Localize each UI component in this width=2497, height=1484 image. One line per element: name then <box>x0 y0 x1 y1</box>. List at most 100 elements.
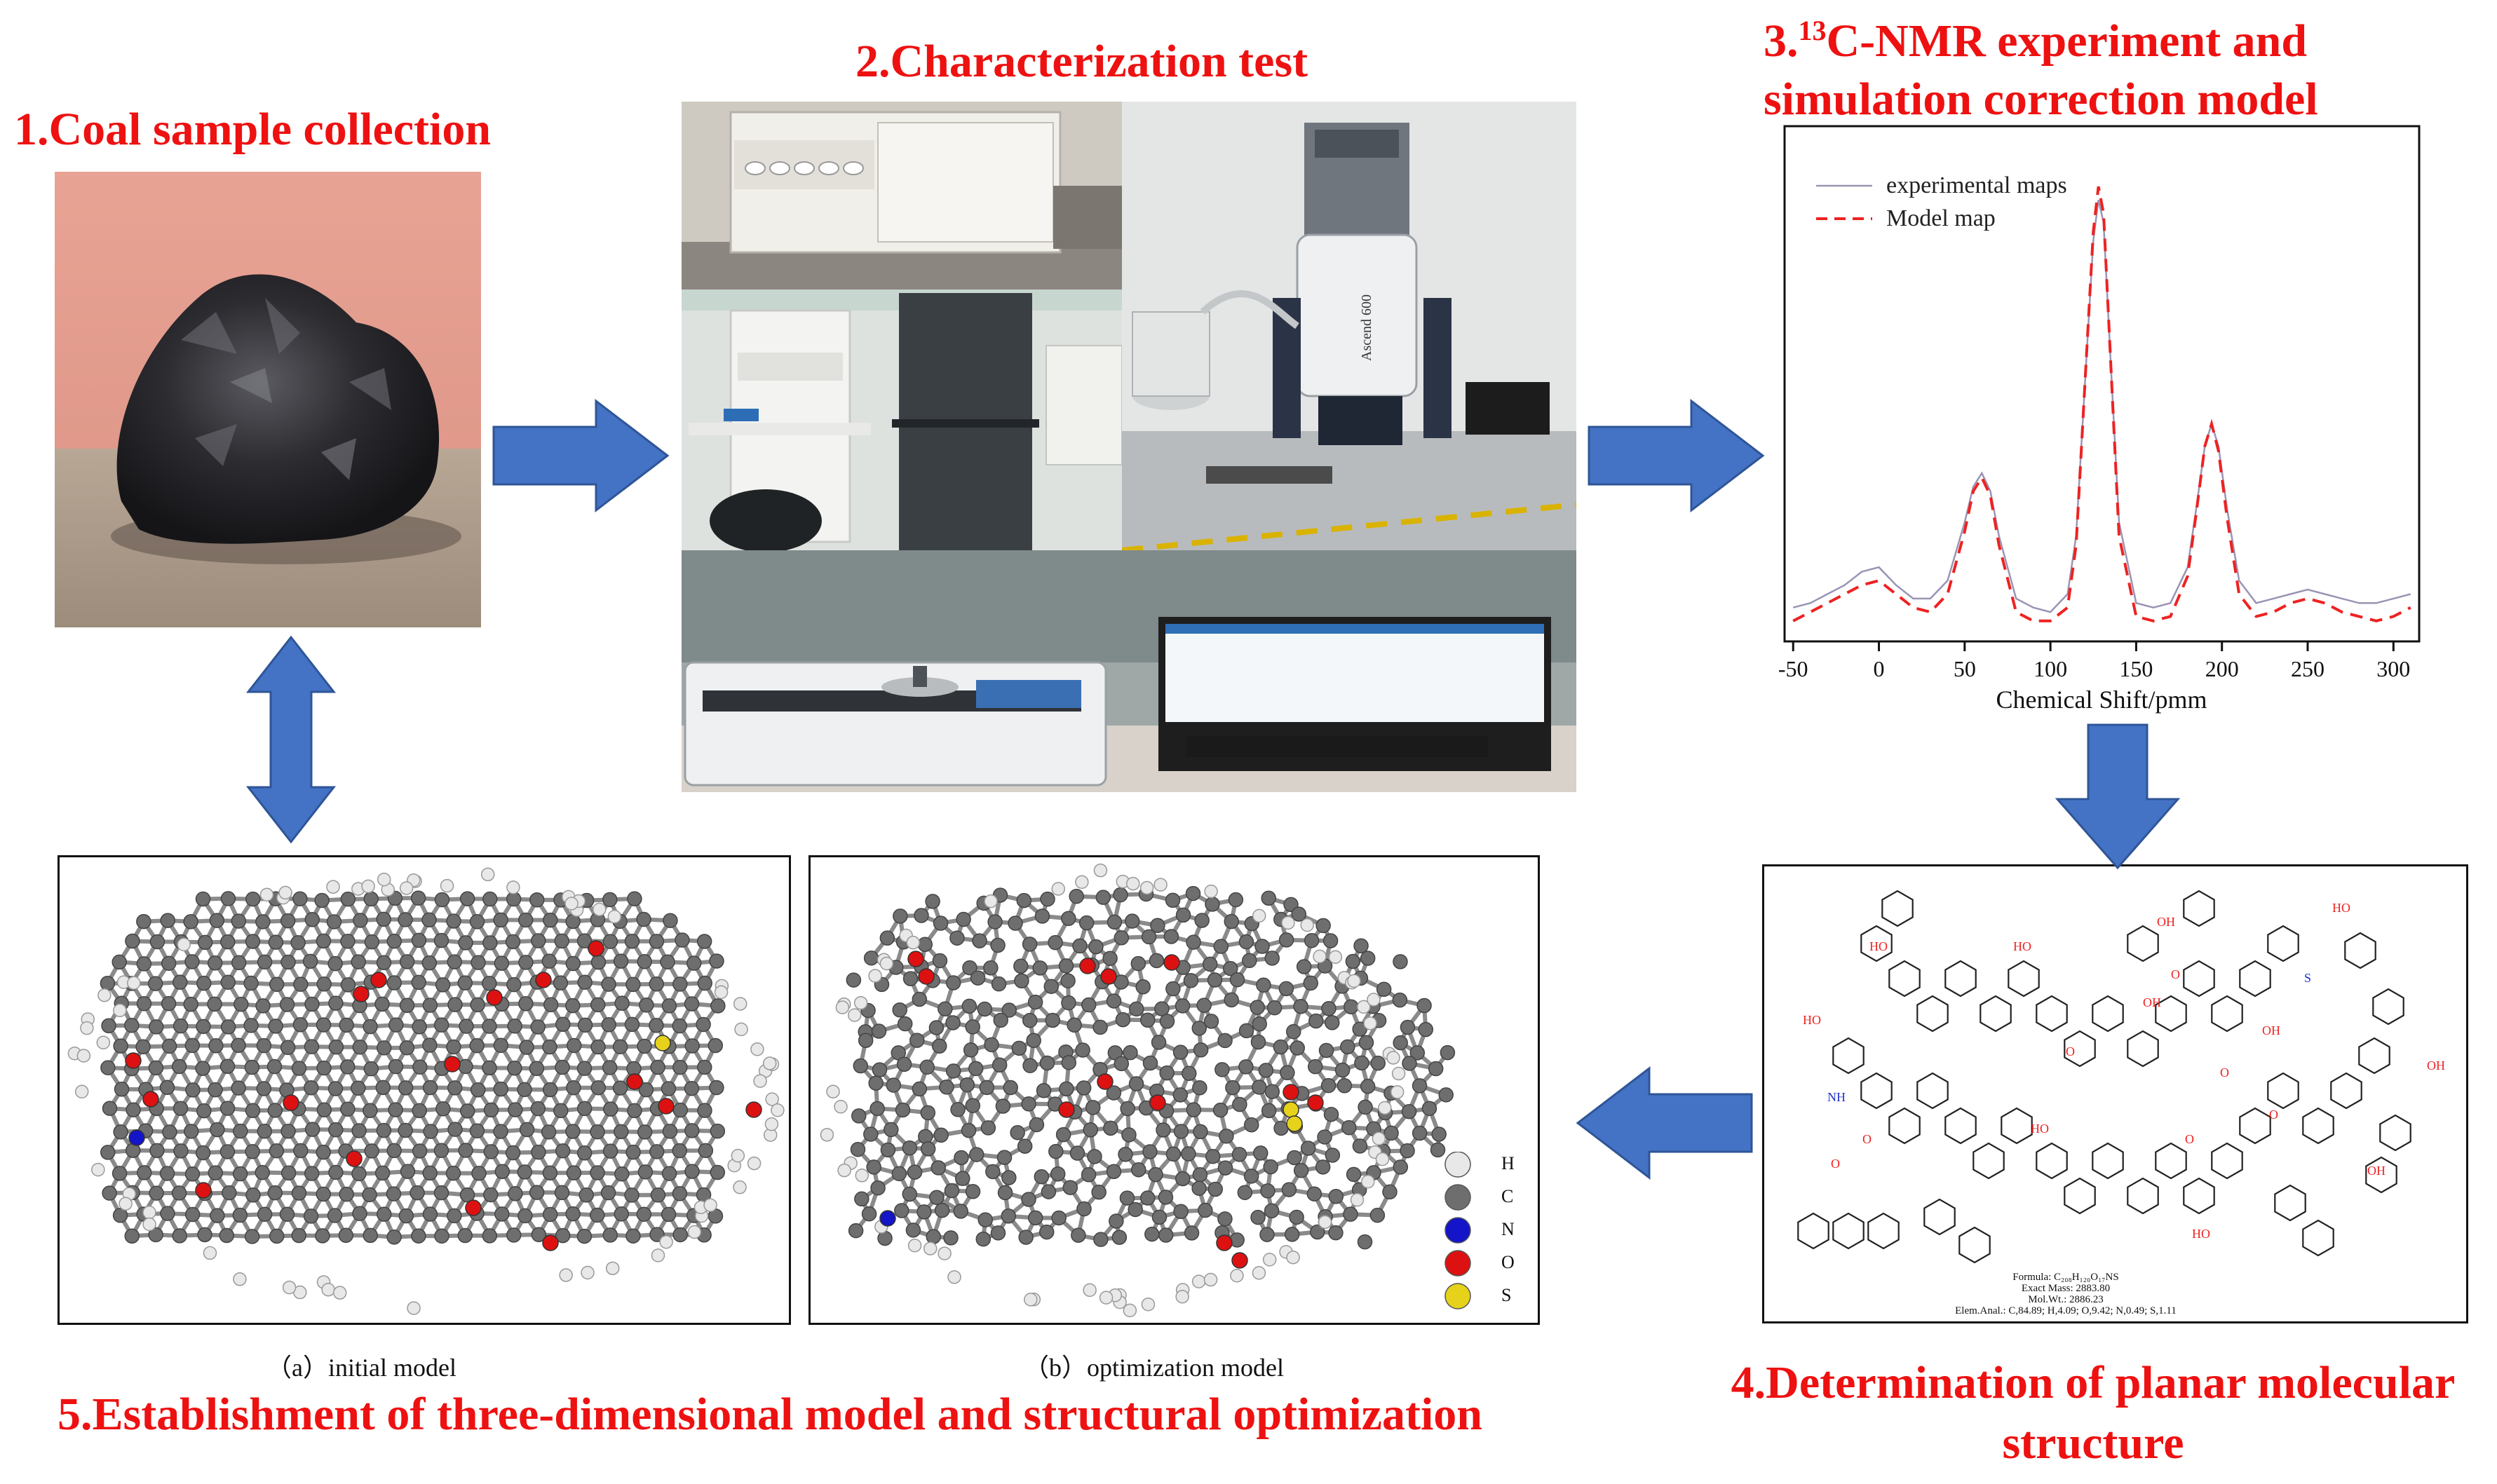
carbon-atom <box>1087 1149 1102 1164</box>
carbon-atom <box>892 1002 907 1018</box>
carbon-atom <box>124 1017 140 1033</box>
carbon-atom <box>269 1228 285 1244</box>
carbon-atom <box>172 1101 189 1117</box>
hydrogen-atom <box>868 969 882 983</box>
carbon-atom <box>220 891 236 906</box>
structure-label: O <box>2066 1044 2075 1058</box>
carbon-atom <box>386 1186 402 1202</box>
carbon-atom <box>326 914 342 930</box>
carbon-atom <box>627 891 642 906</box>
carbon-atom <box>601 976 616 992</box>
carbon-atom <box>101 1018 116 1033</box>
carbon-atom <box>1354 1055 1369 1071</box>
hydrogen-atom <box>1051 882 1066 896</box>
carbon-atom <box>411 932 427 948</box>
series-model <box>1792 186 2411 622</box>
carbon-atom <box>1360 951 1376 966</box>
sulfur-atom <box>1286 1115 1303 1132</box>
carbon-atom <box>1156 1122 1171 1138</box>
carbon-atom <box>531 933 546 948</box>
carbon-atom <box>315 1228 330 1244</box>
carbon-atom <box>928 1020 945 1035</box>
carbon-atom <box>460 1103 475 1119</box>
structure-label: OH <box>2143 995 2161 1009</box>
carbon-atom <box>1192 1080 1207 1096</box>
hydrogen-atom <box>879 956 894 971</box>
oxygen-atom <box>626 1073 643 1090</box>
carbon-atom <box>1273 1039 1289 1055</box>
carbon-atom <box>483 1144 499 1159</box>
carbon-atom <box>1186 1102 1202 1117</box>
structure-label: OH <box>2157 915 2175 929</box>
carbon-atom <box>1131 1162 1146 1178</box>
carbon-atom <box>1106 1164 1122 1179</box>
carbon-atom <box>696 934 712 949</box>
oxygen-atom <box>283 1094 299 1111</box>
carbon-atom <box>302 953 318 969</box>
carbon-atom <box>376 1206 392 1222</box>
oxygen-atom <box>1058 1101 1075 1118</box>
carbon-atom <box>304 911 320 927</box>
carbon-atom <box>912 1081 928 1097</box>
hydrogen-atom <box>326 880 340 894</box>
carbon-atom <box>245 1187 261 1203</box>
carbon-atom <box>1421 1101 1437 1117</box>
carbon-atom <box>1081 1166 1097 1183</box>
carbon-atom <box>895 1102 911 1118</box>
hydrogen-atom <box>1386 1051 1400 1065</box>
carbon-atom <box>931 1160 946 1176</box>
carbon-atom <box>984 1037 999 1053</box>
carbon-atom <box>914 908 929 923</box>
carbon-atom <box>686 955 702 971</box>
legend-atom-c <box>1444 1184 1471 1211</box>
carbon-atom <box>965 1183 981 1199</box>
carbon-atom <box>257 954 273 970</box>
carbon-atom <box>1225 1080 1240 1096</box>
carbon-atom <box>280 1165 297 1181</box>
carbon-atom <box>1061 1055 1077 1070</box>
carbon-atom <box>207 955 223 971</box>
carbon-atom <box>968 1061 984 1077</box>
carbon-atom <box>220 1019 236 1035</box>
benzene-ring <box>2274 1184 2306 1222</box>
carbon-atom <box>1078 915 1095 931</box>
carbon-atom <box>364 934 380 950</box>
carbon-atom <box>1392 992 1408 1008</box>
step4-line1: 4.Determination of planar molecular <box>1731 1357 2456 1408</box>
carbon-atom <box>1291 906 1306 922</box>
step4-title: 4.Determination of planar molecular stru… <box>1697 1353 2489 1473</box>
carbon-atom <box>613 953 629 969</box>
structure-label: O <box>2269 1108 2278 1122</box>
carbon-atom <box>863 1126 879 1142</box>
carbon-atom <box>565 1206 581 1222</box>
carbon-atom <box>293 1143 309 1159</box>
carbon-atom <box>304 1080 319 1096</box>
structure-label: OH <box>2367 1164 2386 1178</box>
benzene-ring <box>1888 1107 1921 1145</box>
characterization-photo-2 <box>682 290 1122 550</box>
hydrogen-atom <box>1318 1215 1332 1230</box>
carbon-atom <box>184 1037 201 1054</box>
structure-label: S <box>2304 971 2311 985</box>
hydrogen-atom <box>984 894 998 908</box>
carbon-atom <box>1256 977 1271 993</box>
carbon-atom <box>233 1123 248 1139</box>
carbon-atom <box>257 1124 273 1139</box>
structure-label: O <box>2220 1066 2229 1080</box>
benzene-ring <box>1980 995 2012 1033</box>
carbon-atom <box>933 915 949 931</box>
carbon-atom <box>1059 1081 1074 1097</box>
carbon-atom <box>1159 1014 1175 1029</box>
carbon-atom <box>1393 1159 1409 1175</box>
carbon-atom <box>1358 1099 1373 1115</box>
carbon-atom <box>1440 1044 1456 1061</box>
carbon-atom <box>1183 973 1199 988</box>
carbon-atom <box>171 1185 187 1201</box>
carbon-atom <box>1401 1103 1417 1119</box>
carbon-atom <box>1346 1166 1362 1183</box>
arrow-left <box>1576 1066 1753 1180</box>
carbon-atom <box>555 1016 571 1033</box>
carbon-atom <box>991 976 1007 992</box>
hydrogen-atom <box>906 935 920 950</box>
carbon-atom <box>517 912 534 928</box>
